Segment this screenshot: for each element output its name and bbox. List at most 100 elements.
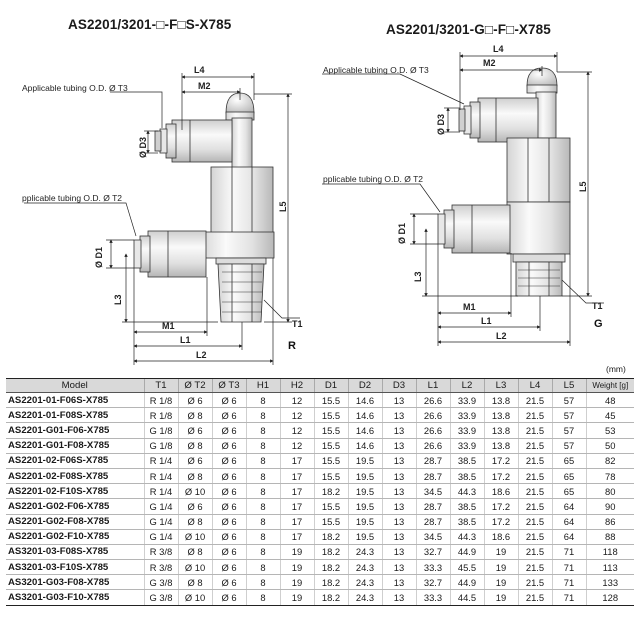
column-header: Weight [g] bbox=[585, 378, 634, 393]
left-tubing-t3-label: Applicable tubing O.D. Ø T3 bbox=[22, 83, 128, 93]
table-cell: 64 bbox=[551, 498, 586, 515]
table-cell: G 3/8 bbox=[143, 574, 178, 591]
right-dimension-labels: L4 M2 Applicable tubing O.D. Ø T3 Ø D3 L… bbox=[323, 44, 603, 341]
left-l5-label: L5 bbox=[278, 201, 288, 212]
table-cell: 44.9 bbox=[449, 574, 484, 591]
column-header: Ø T2 bbox=[177, 378, 212, 393]
table-cell: 8 bbox=[245, 589, 280, 606]
table-cell: 21.5 bbox=[517, 468, 552, 485]
table-cell: 13 bbox=[381, 392, 416, 409]
table-cell: 57 bbox=[551, 438, 586, 454]
table-cell: 8 bbox=[245, 422, 280, 439]
column-header: Model bbox=[6, 378, 144, 393]
table-cell: 24.3 bbox=[347, 559, 382, 576]
column-header: L3 bbox=[483, 378, 518, 393]
model-cell: AS2201-02-F08S-X785 bbox=[6, 468, 144, 485]
table-cell: 15.5 bbox=[313, 498, 348, 515]
table-cell: 19 bbox=[279, 589, 314, 606]
table-cell: 21.5 bbox=[517, 498, 552, 515]
table-cell: 33.3 bbox=[415, 589, 450, 606]
table-cell: Ø 8 bbox=[177, 514, 212, 530]
table-cell: 13 bbox=[381, 483, 416, 500]
table-cell: 57 bbox=[551, 407, 586, 424]
model-cell: AS2201-02-F06S-X785 bbox=[6, 453, 144, 469]
table-cell: G 1/8 bbox=[143, 422, 178, 439]
table-cell: Ø 6 bbox=[211, 529, 246, 545]
right-l4-label: L4 bbox=[493, 44, 504, 54]
table-cell: 19 bbox=[279, 559, 314, 576]
table-cell: 13 bbox=[381, 544, 416, 561]
table-cell: 34.5 bbox=[415, 529, 450, 545]
table-cell: 80 bbox=[585, 483, 634, 500]
table-cell: 45 bbox=[585, 407, 634, 424]
left-diagram-title: AS2201/3201-□-F□S-X785 bbox=[68, 17, 232, 32]
table-cell: 19 bbox=[483, 589, 518, 606]
right-d3-label: Ø D3 bbox=[436, 114, 446, 135]
table-cell: 21.5 bbox=[517, 574, 552, 591]
table-cell: Ø 8 bbox=[177, 407, 212, 424]
table-cell: 12 bbox=[279, 422, 314, 439]
table-cell: 19.5 bbox=[347, 514, 382, 530]
table-cell: 8 bbox=[245, 392, 280, 409]
table-cell: Ø 6 bbox=[211, 422, 246, 439]
right-tubing-t3-label: Applicable tubing O.D. Ø T3 bbox=[323, 65, 429, 75]
table-cell: R 3/8 bbox=[143, 544, 178, 561]
left-l2-label: L2 bbox=[196, 350, 207, 360]
table-cell: 18.2 bbox=[313, 544, 348, 561]
table-cell: 86 bbox=[585, 514, 634, 530]
table-cell: 90 bbox=[585, 498, 634, 515]
left-dimension-lines bbox=[24, 73, 300, 365]
table-cell: 8 bbox=[245, 407, 280, 424]
column-header: D2 bbox=[347, 378, 382, 393]
table-cell: 19.5 bbox=[347, 468, 382, 485]
table-cell: 65 bbox=[551, 483, 586, 500]
table-cell: R 3/8 bbox=[143, 559, 178, 576]
table-cell: G 1/4 bbox=[143, 514, 178, 530]
table-cell: 14.6 bbox=[347, 422, 382, 439]
table-cell: 21.5 bbox=[517, 559, 552, 576]
table-cell: 32.7 bbox=[415, 544, 450, 561]
model-cell: AS2201-01-F06S-X785 bbox=[6, 392, 144, 409]
table-cell: Ø 6 bbox=[177, 392, 212, 409]
table-cell: 17 bbox=[279, 453, 314, 469]
table-cell: Ø 6 bbox=[211, 483, 246, 500]
table-cell: Ø 6 bbox=[211, 392, 246, 409]
table-cell: 15.5 bbox=[313, 453, 348, 469]
table-cell: 13 bbox=[381, 468, 416, 485]
table-cell: 21.5 bbox=[517, 544, 552, 561]
table-cell: 13 bbox=[381, 514, 416, 530]
model-cell: AS3201-03-F08S-X785 bbox=[6, 544, 144, 561]
column-header: Ø T3 bbox=[211, 378, 246, 393]
table-cell: R 1/8 bbox=[143, 407, 178, 424]
left-l3-label: L3 bbox=[113, 294, 123, 305]
table-cell: 71 bbox=[551, 574, 586, 591]
table-cell: 71 bbox=[551, 544, 586, 561]
table-cell: 15.5 bbox=[313, 407, 348, 424]
right-tubing-t2-label: pplicable tubing O.D. Ø T2 bbox=[323, 174, 423, 184]
table-cell: 19 bbox=[279, 544, 314, 561]
table-cell: 18.2 bbox=[313, 574, 348, 591]
table-cell: 71 bbox=[551, 559, 586, 576]
table-cell: 13 bbox=[381, 559, 416, 576]
table-cell: 12 bbox=[279, 392, 314, 409]
table-cell: Ø 6 bbox=[177, 498, 212, 515]
table-cell: 128 bbox=[585, 589, 634, 606]
table-cell: Ø 6 bbox=[211, 498, 246, 515]
table-cell: 82 bbox=[585, 453, 634, 469]
table-cell: 15.5 bbox=[313, 438, 348, 454]
table-cell: 8 bbox=[245, 438, 280, 454]
table-cell: Ø 6 bbox=[211, 407, 246, 424]
table-cell: 38.5 bbox=[449, 514, 484, 530]
table-cell: 13.8 bbox=[483, 438, 518, 454]
table-cell: 12 bbox=[279, 407, 314, 424]
right-t1-label: T1 bbox=[592, 301, 603, 311]
table-cell: 14.6 bbox=[347, 438, 382, 454]
table-cell: 13 bbox=[381, 498, 416, 515]
model-cell: AS3201-G03-F08-X785 bbox=[6, 574, 144, 591]
